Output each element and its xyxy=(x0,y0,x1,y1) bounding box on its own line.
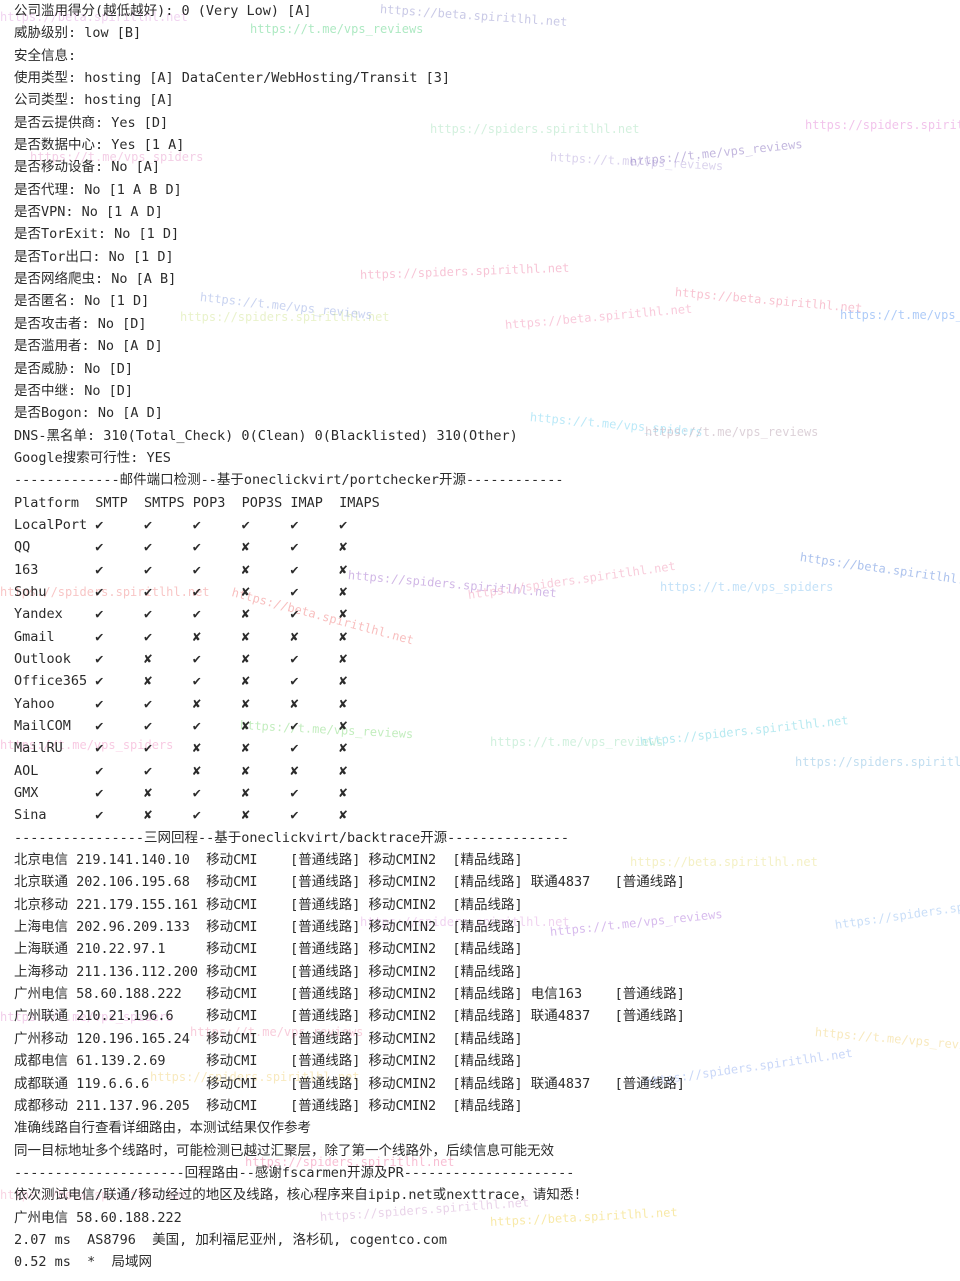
terminal-line: 是否Tor出口: No [1 D] xyxy=(14,248,174,265)
table-row: GMX ✔ ✘ ✔ ✘ ✔ ✘ xyxy=(14,785,348,802)
terminal-line: Google搜索可行性: YES xyxy=(14,449,171,466)
route-row: 成都电信 61.139.2.69 移动CMI [普通线路] 移动CMIN2 [精… xyxy=(14,1053,523,1070)
route-row: 上海移动 211.136.112.200 移动CMI [普通线路] 移动CMIN… xyxy=(14,963,523,980)
terminal-line: 是否中继: No [D] xyxy=(14,382,134,399)
route-row: 北京联通 202.106.195.68 移动CMI [普通线路] 移动CMIN2… xyxy=(14,874,685,891)
terminal-line: 威胁级别: low [B] xyxy=(14,25,142,42)
route-row: 广州联通 210.21.196.6 移动CMI [普通线路] 移动CMIN2 [… xyxy=(14,1008,685,1025)
route-row: 广州移动 120.196.165.24 移动CMI [普通线路] 移动CMIN2… xyxy=(14,1030,523,1047)
terminal-line: 是否代理: No [1 A B D] xyxy=(14,181,182,198)
terminal-line: DNS-黑名单: 310(Total_Check) 0(Clean) 0(Bla… xyxy=(14,427,518,444)
terminal-line: 使用类型: hosting [A] DataCenter/WebHosting/… xyxy=(14,70,451,87)
terminal-line: 是否TorExit: No [1 D] xyxy=(14,226,180,243)
route-row: 广州电信 58.60.188.222 移动CMI [普通线路] 移动CMIN2 … xyxy=(14,986,685,1003)
terminal-line: 是否云提供商: Yes [D] xyxy=(14,114,169,131)
table-row: Office365 ✔ ✘ ✔ ✘ ✔ ✘ xyxy=(14,673,348,690)
terminal-line: 是否数据中心: Yes [1 A] xyxy=(14,137,185,154)
terminal-line: 依次测试电信/联通/移动经过的地区及线路，核心程序来自ipip.net或next… xyxy=(14,1187,582,1204)
terminal-line: 是否VPN: No [1 A D] xyxy=(14,204,163,221)
table-row: MailRU ✔ ✔ ✘ ✘ ✔ ✘ xyxy=(14,740,348,757)
section-divider: -------------邮件端口检测--基于oneclickvirt/port… xyxy=(14,472,564,489)
route-row: 上海电信 202.96.209.133 移动CMI [普通线路] 移动CMIN2… xyxy=(14,919,523,936)
terminal-line: 2.07 ms AS8796 美国, 加利福尼亚州, 洛杉矶, cogentco… xyxy=(14,1231,447,1248)
table-row: MailCOM ✔ ✔ ✔ ✘ ✔ ✘ xyxy=(14,718,348,734)
terminal-line: 0.52 ms * 局域网 xyxy=(14,1254,153,1271)
table-row: Gmail ✔ ✔ ✘ ✘ ✘ ✘ xyxy=(14,628,348,645)
terminal-line: 同一目标地址多个线路时，可能检测已越过汇聚层，除了第一个线路外，后续信息可能无效 xyxy=(14,1142,554,1159)
section-divider: ---------------------回程路由--感谢fscarmen开源及… xyxy=(14,1164,575,1181)
terminal-line: 公司类型: hosting [A] xyxy=(14,92,174,109)
table-row: Outlook ✔ ✘ ✔ ✘ ✔ ✘ xyxy=(14,650,348,667)
table-header: Platform SMTP SMTPS POP3 POP3S IMAP IMAP… xyxy=(14,494,380,511)
route-row: 成都联通 119.6.6.6 移动CMI [普通线路] 移动CMIN2 [精品线… xyxy=(14,1075,685,1092)
table-row: Sohu ✔ ✔ ✔ ✘ ✔ ✘ xyxy=(14,583,348,600)
table-row: Yahoo ✔ ✔ ✘ ✘ ✘ ✘ xyxy=(14,695,348,712)
table-row: 163 ✔ ✔ ✔ ✘ ✔ ✘ xyxy=(14,561,348,578)
terminal-line: 是否匿名: No [1 D] xyxy=(14,293,150,310)
table-row: Sina ✔ ✘ ✔ ✘ ✔ ✘ xyxy=(14,807,348,824)
route-row: 北京移动 221.179.155.161 移动CMI [普通线路] 移动CMIN… xyxy=(14,896,523,913)
terminal-output: 公司滥用得分(越低越好): 0 (Very Low) [A] 威胁级别: low… xyxy=(14,0,954,1274)
terminal-line: 是否Bogon: No [A D] xyxy=(14,405,163,422)
section-divider: ----------------三网回程--基于oneclickvirt/bac… xyxy=(14,829,570,846)
terminal-line: 准确线路自行查看详细路由，本测试结果仅作参考 xyxy=(14,1120,311,1137)
route-row: 上海联通 210.22.97.1 移动CMI [普通线路] 移动CMIN2 [精… xyxy=(14,941,523,958)
terminal-line: 公司滥用得分(越低越好): 0 (Very Low) [A] xyxy=(14,3,312,19)
terminal-line: 是否威胁: No [D] xyxy=(14,360,134,377)
table-row: Yandex ✔ ✔ ✔ ✘ ✔ ✘ xyxy=(14,606,348,623)
terminal-line: 是否攻击者: No [D] xyxy=(14,315,147,332)
terminal-line: 安全信息: xyxy=(14,47,77,64)
terminal-line: 是否移动设备: No [A] xyxy=(14,159,161,176)
route-row: 北京电信 219.141.140.10 移动CMI [普通线路] 移动CMIN2… xyxy=(14,852,523,869)
route-row: 成都移动 211.137.96.205 移动CMI [普通线路] 移动CMIN2… xyxy=(14,1097,523,1114)
terminal-line: 广州电信 58.60.188.222 xyxy=(14,1209,182,1226)
table-row: LocalPort ✔ ✔ ✔ ✔ ✔ ✔ xyxy=(14,516,348,533)
table-row: AOL ✔ ✔ ✘ ✘ ✘ ✘ xyxy=(14,762,348,779)
table-row: QQ ✔ ✔ ✔ ✘ ✔ ✘ xyxy=(14,539,348,556)
terminal-line: 是否网络爬虫: No [A B] xyxy=(14,271,177,288)
terminal-line: 是否滥用者: No [A D] xyxy=(14,338,163,355)
